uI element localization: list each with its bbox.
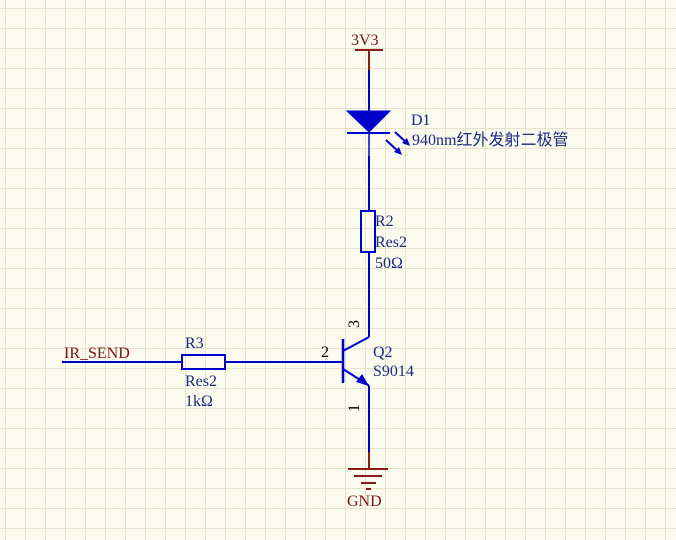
r3-value: 1kΩ bbox=[185, 393, 213, 410]
transistor-q2-symbol[interactable] bbox=[341, 336, 370, 387]
d1-designator: D1 bbox=[411, 112, 431, 129]
r2-comment: Res2 bbox=[375, 234, 407, 251]
q2-pin-collector: 3 bbox=[346, 320, 363, 328]
d1-comment: 940nm红外发射二极管 bbox=[412, 132, 569, 149]
r3-comment: Res2 bbox=[185, 373, 217, 390]
input-net-label: IR_SEND bbox=[64, 345, 130, 362]
resistor-r3-body[interactable] bbox=[181, 354, 226, 370]
r2-value: 50Ω bbox=[375, 255, 403, 272]
r3-designator: R3 bbox=[185, 335, 204, 352]
vcc-net-label: 3V3 bbox=[351, 32, 379, 49]
q2-pin-emitter: 1 bbox=[346, 404, 363, 412]
emission-arrows-icon bbox=[385, 131, 410, 155]
vcc-power-symbol[interactable] bbox=[355, 49, 383, 70]
resistor-r2-body[interactable] bbox=[360, 210, 376, 253]
q2-comment: S9014 bbox=[373, 363, 414, 380]
ground-symbol[interactable] bbox=[348, 452, 388, 490]
led-d1-symbol[interactable] bbox=[345, 110, 392, 156]
ground-net-label: GND bbox=[347, 493, 382, 510]
q2-pin-base: 2 bbox=[321, 344, 329, 361]
r2-designator: R2 bbox=[375, 213, 394, 230]
q2-designator: Q2 bbox=[373, 344, 393, 361]
